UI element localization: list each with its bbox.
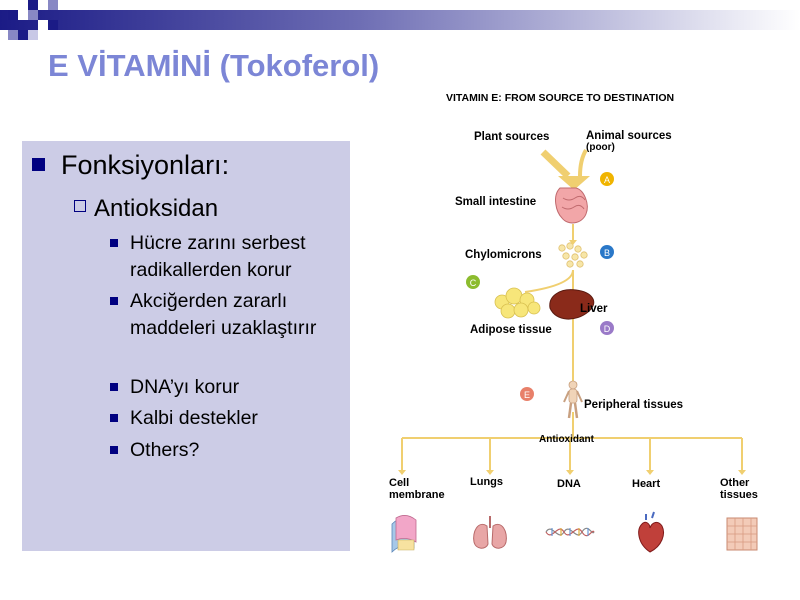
square-bullet-icon [110,239,118,247]
animal-sources-note: (poor) [586,142,615,153]
square-bullet-icon [110,446,118,454]
antioxidant-label: Antioxidant [539,434,595,445]
bullet-level3: Kalbi destekler [110,405,346,432]
other-tissues-label-1: Other [720,477,750,489]
header-decoration [0,0,800,40]
bullet-level3: Akciğerden zararlı maddeleri uzaklaştırı… [110,288,346,342]
bullet-level3: Others? [110,437,346,464]
dna-label: DNA [557,478,581,490]
badge-b-icon [600,245,614,259]
liver-icon [549,289,595,320]
hollow-square-bullet-icon [74,200,86,212]
heart-icon [638,511,664,553]
square-bullet-icon [32,158,45,171]
bullet-level3: DNA’yı korur [110,374,346,401]
square-bullet-icon [110,297,118,305]
vitamin-e-diagram: VITAMIN E: FROM SOURCE TO DESTINATION Pl… [389,92,758,553]
bullet-text: Others? [130,439,200,461]
badge-d-label: D [604,324,611,334]
diagram-title: VITAMIN E: FROM SOURCE TO DESTINATION [446,92,674,104]
adipose-tissue-icon [494,287,541,319]
bullet-text: Akciğerden zararlı maddeleri uzaklaştırı… [130,290,317,339]
lungs-label: Lungs [470,476,503,488]
cell-membrane-label-1: Cell [389,477,409,489]
badge-a-label: A [604,175,610,185]
dna-icon [545,527,595,537]
badge-c-label: C [470,278,477,288]
peripheral-tissues-label: Peripheral tissues [584,399,683,411]
animal-sources-label: Animal sources [586,130,672,142]
lungs-icon [473,516,507,549]
badge-d-icon [600,321,614,335]
heart-label: Heart [632,478,660,490]
flow-lines [401,224,743,470]
bullet-text: Antioksidan [94,195,219,222]
bullet-text: Hücre zarını serbest radikallerden korur [130,232,306,281]
chylomicrons-label: Chylomicrons [465,249,542,261]
badge-a-icon [600,172,614,186]
small-intestine-label: Small intestine [455,196,536,208]
bullet-level3: Hücre zarını serbest radikallerden korur [110,230,346,284]
cell-membrane-icon [391,515,417,553]
bullet-text: DNA’yı korur [130,376,240,398]
adipose-tissue-label: Adipose tissue [470,324,552,336]
other-tissues-label-2: tissues [720,489,758,501]
bullet-text: Kalbi destekler [130,407,258,429]
cell-membrane-label-2: membrane [389,489,445,501]
tissue-icon [726,517,758,551]
square-bullet-icon [110,383,118,391]
small-intestine-icon [555,187,588,224]
liver-label: Liver [580,303,608,315]
badge-e-icon [520,387,534,401]
content-panel [22,141,350,551]
plant-sources-label: Plant sources [474,131,549,143]
human-body-icon [563,380,583,419]
badge-b-label: B [604,248,610,258]
chylomicrons-icon [558,242,588,268]
bullet-text: Fonksiyonları: [61,150,230,180]
badge-c-icon [466,275,480,289]
slide-title: E VİTAMİNİ (Tokoferol) [48,48,380,83]
square-bullet-icon [110,414,118,422]
badge-e-label: E [524,390,530,400]
source-arrows [540,148,590,190]
